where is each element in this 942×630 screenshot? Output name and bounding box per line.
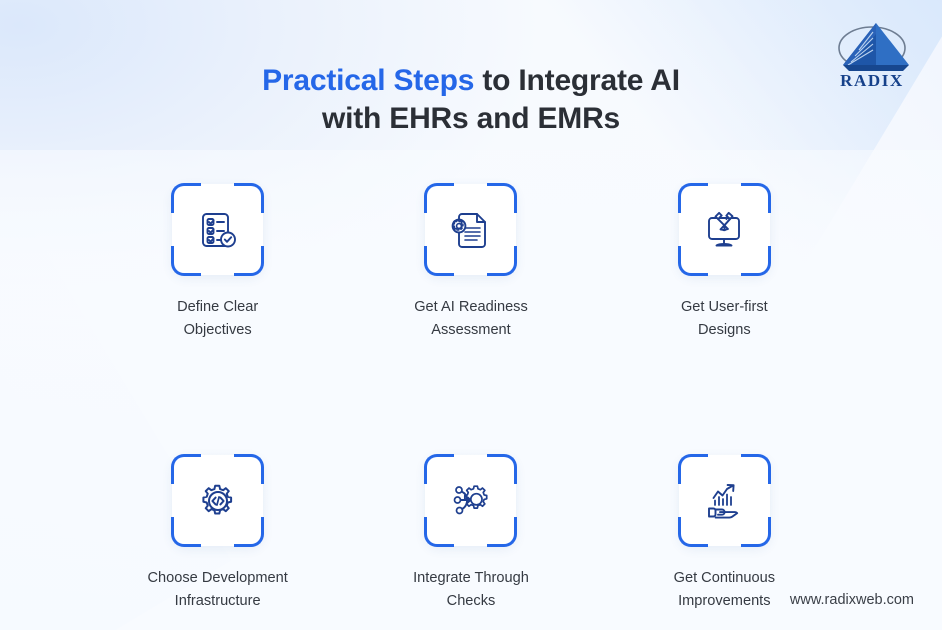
step-label-line2: Assessment: [431, 322, 511, 338]
step-item: Get Continuous Improvements: [598, 454, 851, 613]
step-label-line1: Get AI Readiness: [414, 299, 528, 315]
step-label: Integrate Through Checks: [413, 567, 529, 613]
step-label-line2: Designs: [697, 322, 751, 338]
step-icon-card[interactable]: [171, 454, 265, 547]
step-label-line1: Integrate Through: [413, 570, 529, 586]
step-item: Integrate Through Checks: [344, 454, 597, 613]
step-item: Get AI Readiness Assessment: [344, 183, 597, 342]
title-line2: with EHRs and EMRs: [321, 102, 621, 135]
step-icon-card[interactable]: [171, 183, 265, 276]
step-label-line2: Objectives: [183, 322, 252, 338]
step-icon-card[interactable]: [677, 183, 771, 276]
step-label-line1: Define Clear: [177, 299, 259, 315]
step-label-line1: Get Continuous: [673, 570, 776, 586]
title-line1-rest: to Integrate AI: [474, 64, 680, 97]
steps-grid: Define Clear Objectives: [91, 183, 851, 613]
step-label-line1: Get User-first: [680, 299, 768, 315]
step-label-line2: Improvements: [678, 593, 771, 609]
step-icon-card[interactable]: [424, 183, 518, 276]
title-accent: Practical Steps: [262, 64, 475, 97]
step-label: Get AI Readiness Assessment: [414, 296, 528, 342]
page-title: Practical Steps to Integrate AI with EHR…: [0, 62, 942, 138]
hand-growth-chart-icon: [701, 478, 747, 524]
website-url[interactable]: www.radixweb.com: [789, 592, 914, 608]
step-label-line2: Infrastructure: [174, 593, 261, 609]
step-label: Get Continuous Improvements: [674, 567, 775, 613]
monitor-design-tools-icon: [701, 207, 747, 253]
step-label: Choose Development Infrastructure: [147, 567, 287, 613]
radix-logo: RADIX: [829, 18, 915, 90]
step-label-line2: Checks: [446, 593, 496, 609]
step-icon-card[interactable]: [677, 454, 771, 547]
svg-text:RADIX: RADIX: [840, 71, 904, 90]
step-label: Define Clear Objectives: [177, 296, 258, 342]
step-item: Define Clear Objectives: [91, 183, 344, 342]
gear-code-icon: [195, 478, 241, 524]
step-label-line1: Choose Development: [147, 570, 288, 586]
step-item: Get User-first Designs: [598, 183, 851, 342]
step-label: Get User-first Designs: [681, 296, 768, 342]
step-icon-card[interactable]: [424, 454, 518, 547]
checklist-clipboard-icon: [195, 207, 241, 253]
document-gear-icon: [448, 207, 494, 253]
step-item: Choose Development Infrastructure: [91, 454, 344, 613]
integration-nodes-gear-icon: [448, 478, 494, 524]
